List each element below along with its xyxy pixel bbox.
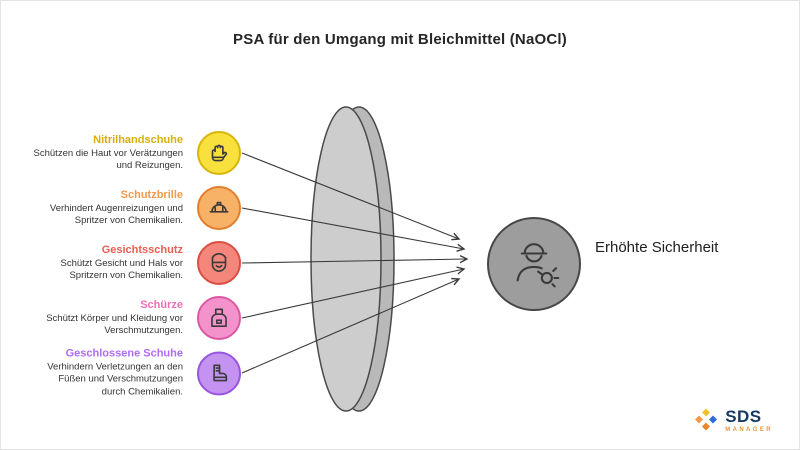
ppe-item-description: Schützt Körper und Kleidung vor Verschmu… bbox=[46, 312, 183, 336]
hard-hat-icon bbox=[197, 186, 241, 230]
result-label: Erhöhte Sicherheit bbox=[595, 239, 719, 256]
ppe-item-label: Schürze bbox=[140, 298, 183, 311]
worker-icon bbox=[516, 243, 560, 288]
apron-icon bbox=[197, 296, 241, 340]
ppe-item-shoes: Geschlossene Schuhe Verhindern Verletzun… bbox=[33, 347, 245, 398]
ppe-item-description: Schützt Gesicht und Hals vor Spritzern v… bbox=[60, 257, 184, 281]
glove-icon bbox=[197, 131, 241, 175]
lens-shape bbox=[310, 106, 395, 412]
ppe-item-description: Verhindern Verletzungen an den Füßen und… bbox=[47, 361, 183, 398]
ppe-item-label: Gesichtsschutz bbox=[101, 243, 183, 256]
sds-manager-logo: SDS MANAGER bbox=[693, 407, 773, 433]
ppe-item-gloves: Nitrilhandschuhe Schützen die Haut vor V… bbox=[33, 131, 245, 175]
ppe-item-label: Schutzbrille bbox=[120, 188, 183, 201]
flow-arrows bbox=[241, 152, 467, 374]
page-title: PSA für den Umgang mit Bleichmittel (NaO… bbox=[233, 31, 567, 48]
boot-icon bbox=[197, 351, 241, 395]
ppe-item-apron: Schürze Schützt Körper und Kleidung vor … bbox=[33, 296, 245, 340]
logo-subtitle: MANAGER bbox=[725, 426, 773, 433]
safety-result-circle bbox=[487, 217, 581, 311]
ppe-item-goggles: Schutzbrille Verhindert Augenreizungen u… bbox=[33, 186, 245, 230]
ppe-item-label: Geschlossene Schuhe bbox=[65, 347, 183, 360]
logo-mark-icon bbox=[695, 408, 718, 431]
ppe-item-label: Nitrilhandschuhe bbox=[93, 133, 183, 146]
face-shield-icon bbox=[197, 241, 241, 285]
logo-name: SDS bbox=[725, 406, 762, 426]
ppe-item-description: Schützen die Haut vor Verätzungen und Re… bbox=[33, 147, 183, 171]
ppe-item-description: Verhindert Augenreizungen und Spritzer v… bbox=[49, 202, 183, 226]
ppe-item-face-shield: Gesichtsschutz Schützt Gesicht und Hals … bbox=[33, 241, 245, 285]
